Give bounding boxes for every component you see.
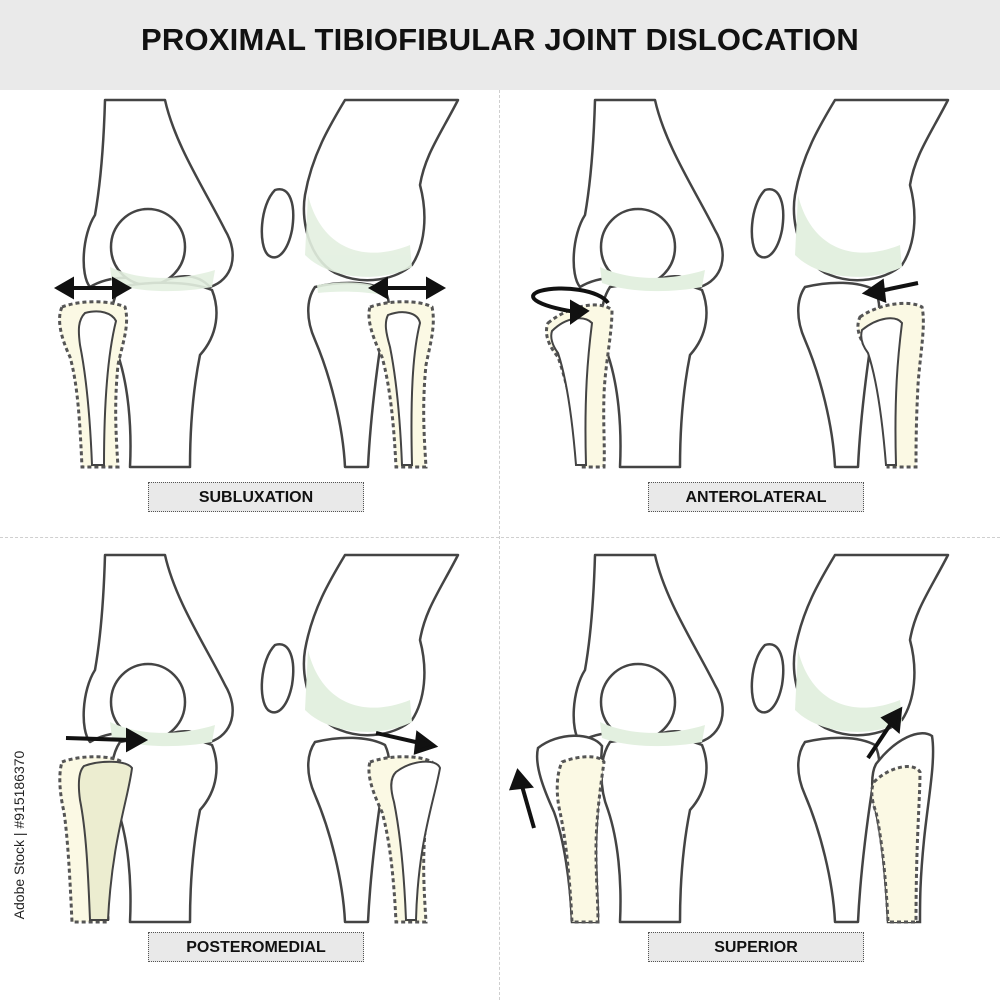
patella-side: [260, 188, 295, 259]
superior-arrow-side: [866, 720, 894, 760]
anterolateral-arrow-side: [879, 281, 919, 293]
knee-illustration-subluxation: [53, 98, 460, 469]
tibia-front: [110, 281, 218, 469]
posteromedial-arrow-front: [65, 736, 131, 742]
panel-subluxation: SUBLUXATION: [0, 95, 490, 535]
label-subluxation: SUBLUXATION: [148, 482, 364, 512]
panel-superior: SUPERIOR: [500, 550, 990, 990]
panel-anterolateral: ANTEROLATERAL: [500, 95, 990, 535]
superior-arrow-front: [520, 785, 536, 829]
panel-posteromedial: POSTEROMEDIAL: [0, 550, 490, 990]
label-superior: SUPERIOR: [648, 932, 864, 962]
title-bar: [0, 0, 1000, 90]
rotation-arrow: [531, 286, 610, 315]
page-title: PROXIMAL TIBIOFIBULAR JOINT DISLOCATION: [141, 22, 859, 57]
knee-illustration-superior: [508, 553, 950, 924]
horizontal-divider: [0, 537, 1000, 538]
label-anterolateral: ANTEROLATERAL: [648, 482, 864, 512]
vertical-divider: [499, 90, 500, 1000]
label-posteromedial: POSTEROMEDIAL: [148, 932, 364, 962]
knee-illustration-anterolateral: [531, 98, 950, 469]
posteromedial-arrow-side: [375, 731, 421, 745]
knee-illustration-posteromedial: [58, 553, 460, 924]
femur-side: [302, 98, 460, 282]
